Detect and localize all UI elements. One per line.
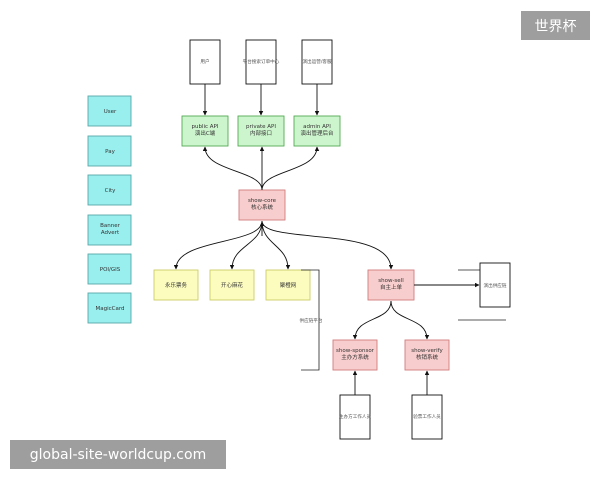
client-platform-search-box: [245, 39, 277, 85]
client-platform-search-label: 平台搜索订单中心: [243, 58, 280, 65]
verify-staff-box: [411, 394, 443, 440]
client-ops-service-label: 演出运营/客服: [302, 58, 332, 65]
edge-core-to-public-api: [202, 146, 263, 191]
sponsor-staff-label: 主办方工作人员: [339, 413, 372, 420]
module-magiccard: MagicCard: [87, 292, 132, 324]
edge-core-to-kaixinmahua: [229, 220, 263, 270]
edges: [173, 84, 480, 395]
module-pay-box: [87, 135, 132, 167]
show-core-box: [238, 189, 286, 221]
client-boxes: 用户 平台搜索订单中心 演出运营/客服: [189, 39, 333, 85]
verify-staff-label: 验票工作人员: [413, 413, 441, 420]
module-city-box: [87, 174, 132, 206]
private-api-box: [237, 115, 285, 147]
supply-chain-box: [479, 262, 511, 308]
module-city-label: City: [105, 188, 117, 194]
module-poi-gis: POI/GIS: [87, 253, 132, 285]
module-banner-advert-box: [87, 214, 132, 246]
module-user-box: [87, 95, 132, 127]
partner-juchengwang-label: 聚橙网: [280, 281, 297, 289]
module-magiccard-label: MagicCard: [95, 306, 124, 312]
partner-boxes: 永乐票务 开心麻花 聚橙网: [153, 269, 311, 301]
module-pay-label: Pay: [105, 149, 115, 155]
public-api-box: [181, 115, 229, 147]
edge-sell-to-verify: [390, 300, 430, 340]
watermark-top: 世界杯: [521, 11, 590, 40]
edge-core-to-juchengwang: [261, 220, 291, 270]
module-pay: Pay: [87, 135, 132, 167]
admin-api-box: [293, 115, 341, 147]
partner-juchengwang-box: [265, 269, 311, 301]
partner-group-label: 供应链平台: [300, 317, 323, 324]
edge-core-to-yongle: [173, 220, 263, 270]
partner-kaixinmahua-box: [209, 269, 255, 301]
module-city: City: [87, 174, 132, 206]
module-user: User: [87, 95, 132, 127]
client-user-label: 用户: [200, 58, 209, 65]
show-verify-box: [404, 339, 450, 371]
edge-core-to-sell: [261, 220, 394, 270]
module-user-label: User: [104, 109, 117, 115]
module-poi-gis-label: POI/GIS: [100, 267, 121, 273]
module-poi-gis-box: [87, 253, 132, 285]
edge-sell-to-sponsor: [352, 300, 392, 340]
show-sell-box: [367, 269, 415, 301]
edge-core-to-admin-api: [261, 146, 320, 191]
partner-group-bracket-line: [301, 269, 320, 371]
partner-group-bracket: 供应链平台: [300, 269, 323, 371]
watermark-bottom: global-site-worldcup.com: [10, 440, 226, 469]
module-magiccard-box: [87, 292, 132, 324]
partner-kaixinmahua-label: 开心麻花: [221, 281, 244, 289]
partner-yongle-box: [153, 269, 199, 301]
supply-chain-node: 演出供应链: [458, 262, 511, 321]
show-sponsor-box: [332, 339, 378, 371]
sponsor-staff-box: [339, 394, 371, 440]
supply-chain-label: 演出供应链: [484, 282, 507, 289]
partner-yongle-label: 永乐票务: [165, 281, 188, 289]
staff-boxes: 主办方工作人员 验票工作人员: [339, 394, 443, 440]
